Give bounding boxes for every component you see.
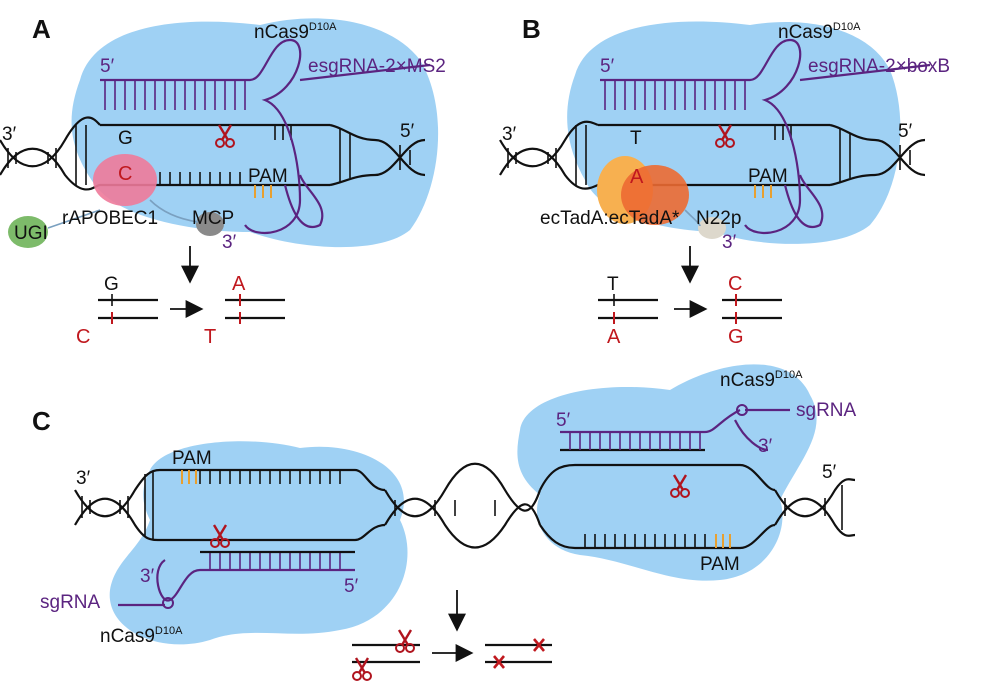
right-protein-label-c: nCas9D10A <box>720 369 803 391</box>
pam-label-a: PAM <box>248 166 288 187</box>
dna-helix-middle-c <box>384 462 542 549</box>
bottom-strand-rungs-a <box>159 172 241 185</box>
scissors-icon-result-top <box>394 628 416 654</box>
dna-helix-right-a <box>329 123 426 187</box>
before-bottom-a: C <box>76 326 90 348</box>
top-base-a: G <box>118 128 133 149</box>
n22p-blob <box>698 217 726 239</box>
panel-b-label: B <box>522 14 541 44</box>
right-guide-label-c: sgRNA <box>796 400 857 421</box>
left-three-prime-c: 3′ <box>140 566 155 587</box>
deaminase-label-b: ecTadA:ecTadA* <box>540 208 680 229</box>
guide-rna-rungs-b <box>604 80 746 110</box>
dna-helix-right-b <box>829 123 926 187</box>
after-top-a: A <box>232 273 246 295</box>
deaminase-blob-a <box>93 154 157 206</box>
pam-label-c-right: PAM <box>700 554 740 575</box>
panel-b: B <box>499 14 950 348</box>
three-prime-left-b: 3′ <box>502 124 517 145</box>
protein-label-a: nCas9D10A <box>254 21 337 43</box>
nick-mark-bottom <box>493 655 505 669</box>
guide-rna-rungs-c-right <box>569 432 701 450</box>
right-bubble-rungs <box>584 534 706 548</box>
pam-c-left <box>181 470 197 484</box>
dna-five-prime-c: 5′ <box>822 462 837 483</box>
cas9-blob-c-left <box>109 441 408 645</box>
guide-rna-c-left <box>118 559 355 607</box>
guide-rna-c-right <box>560 408 790 452</box>
three-prime-left-a: 3′ <box>2 124 17 145</box>
nick-mark-top <box>533 638 545 652</box>
rna-three-prime-a: 3′ <box>222 232 237 253</box>
guide-rna-rungs-a <box>104 80 246 110</box>
left-bubble-top-rungs <box>199 470 341 484</box>
after-bottom-a: T <box>204 326 216 348</box>
before-top-a: G <box>104 274 119 295</box>
five-prime-label-a: 5′ <box>100 56 115 77</box>
edited-base-b: A <box>630 166 644 188</box>
left-protein-label-c: nCas9D10A <box>100 625 183 647</box>
five-prime-right-a: 5′ <box>400 121 415 142</box>
before-top-b: T <box>607 274 619 295</box>
panel-a-label: A <box>32 14 51 44</box>
after-bottom-b: G <box>728 326 744 348</box>
dna-helix-left-b <box>499 120 599 190</box>
five-prime-right-b: 5′ <box>898 121 913 142</box>
ugi-blob <box>8 216 48 248</box>
panel-a: A <box>0 14 446 348</box>
deaminase-label-a: rAPOBEC1 <box>62 208 158 229</box>
dna-helix-left-a <box>0 116 101 191</box>
dna-helix-left-c <box>74 468 161 542</box>
panel-c: C <box>32 364 857 682</box>
left-five-prime-c: 5′ <box>344 576 359 597</box>
left-guide-label-c: sgRNA <box>40 592 101 613</box>
pam-label-c-left: PAM <box>172 448 212 469</box>
guide-label-a: esgRNA-2×MS2 <box>308 56 446 77</box>
guide-rna-rungs-c-left <box>209 552 341 570</box>
pam-b <box>754 185 772 198</box>
adapter-label-b: N22p <box>696 208 741 229</box>
five-prime-label-b: 5′ <box>600 56 615 77</box>
adapter-label-a: MCP <box>192 208 234 229</box>
guide-label-b: esgRNA-2×boxB <box>808 56 950 77</box>
pam-c-right <box>715 534 731 548</box>
mcp-blob <box>196 212 224 236</box>
right-three-prime-c: 3′ <box>758 436 773 457</box>
protein-label-b: nCas9D10A <box>778 21 861 43</box>
guide-rna-b <box>600 38 931 234</box>
pam-a <box>254 185 272 198</box>
top-base-b: T <box>630 128 642 149</box>
edited-base-a: C <box>118 163 132 185</box>
before-bottom-b: A <box>607 326 621 348</box>
rna-three-prime-b: 3′ <box>722 232 737 253</box>
pam-label-b: PAM <box>748 166 788 187</box>
right-five-prime-c: 5′ <box>556 410 571 431</box>
deaminase-blob-b2 <box>621 165 689 225</box>
panel-c-label: C <box>32 406 51 436</box>
ugi-label: UGI <box>14 223 48 244</box>
dna-helix-right-c <box>774 478 856 537</box>
dna-three-prime-c: 3′ <box>76 468 91 489</box>
after-top-b: C <box>728 273 742 295</box>
cas9-blob-c-right <box>517 364 817 581</box>
guide-rna-a <box>100 38 431 234</box>
